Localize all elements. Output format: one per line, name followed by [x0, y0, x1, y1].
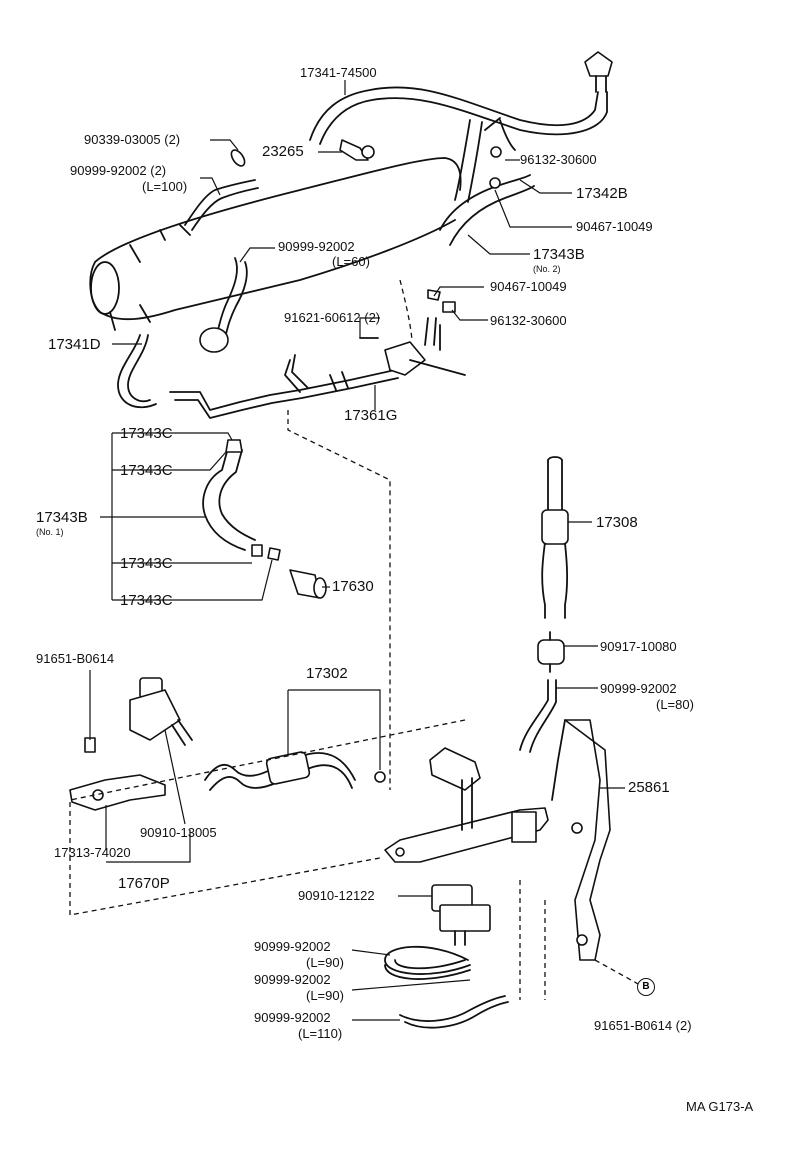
pipe-assembly-17361g	[169, 317, 466, 419]
hose-90999-92002-l60	[217, 257, 248, 335]
routing-dashed-lines	[69, 279, 641, 1000]
label-90999-92002-d-length: (L=90)	[306, 955, 344, 970]
label-96132-30600-a: 96132-30600	[520, 152, 597, 167]
label-90999-92002-b-length: (L=60)	[332, 254, 370, 269]
intake-chamber	[89, 157, 462, 331]
label-25861: 25861	[628, 779, 670, 796]
label-17342b: 17342B	[576, 185, 628, 202]
label-17308: 17308	[596, 514, 638, 531]
label-91651-b0614-a: 91651-B0614	[36, 651, 115, 666]
drawing-code: MA G173-A	[686, 1099, 754, 1114]
label-17302: 17302	[306, 665, 348, 682]
hose-17308	[541, 456, 569, 619]
filter-90917-10080	[537, 631, 565, 673]
label-17341-74500: 17341-74500	[300, 65, 377, 80]
reference-marker-b: B	[637, 978, 655, 996]
label-90999-92002-c-length: (L=80)	[656, 697, 694, 712]
label-90910-12122: 90910-12122	[298, 888, 375, 903]
label-17343c-4: 17343C	[120, 592, 173, 609]
label-90339-03005: 90339-03005 (2)	[84, 132, 181, 147]
label-90999-92002-b: 90999-92002	[278, 239, 355, 254]
label-90999-92002-e-length: (L=90)	[306, 988, 344, 1003]
bracket-assembly	[384, 747, 549, 863]
label-90910-13005: 90910-13005	[140, 825, 217, 840]
hose-17302	[204, 751, 386, 791]
label-91651-b0614-b: 91651-B0614 (2)	[594, 1018, 692, 1033]
clamp-96132-30600	[442, 301, 456, 313]
plug-90339-03005	[230, 149, 246, 167]
label-23265: 23265	[262, 143, 304, 160]
label-17343b-no2-sub: (No. 2)	[533, 264, 561, 274]
hose-90999-92002-l100	[184, 179, 259, 231]
label-17341d: 17341D	[48, 336, 101, 353]
label-90467-10049-a: 90467-10049	[576, 219, 653, 234]
label-17343c-2: 17343C	[120, 462, 173, 479]
label-90999-92002-d: 90999-92002	[254, 939, 331, 954]
label-90917-10080: 90917-10080	[600, 639, 677, 654]
valve-17630	[289, 569, 327, 599]
label-17361g: 17361G	[344, 407, 398, 424]
label-17343b-no1-sub: (No. 1)	[36, 527, 64, 537]
label-90999-92002-f: 90999-92002	[254, 1010, 331, 1025]
hoses-right-upper	[439, 117, 535, 246]
label-17670p: 17670P	[118, 875, 170, 892]
valve-23265	[339, 139, 375, 161]
label-17313-74020: 17313-74020	[54, 845, 131, 860]
label-90999-92002-f-length: (L=110)	[298, 1026, 343, 1041]
hose-17341-74500	[309, 51, 613, 145]
vsv-17670p	[69, 677, 193, 811]
leader-lines	[89, 80, 625, 1021]
label-96132-30600-b: 96132-30600	[490, 313, 567, 328]
label-17343b-no1: 17343B	[36, 509, 88, 526]
bracket-25861	[551, 719, 611, 961]
label-17343c-3: 17343C	[120, 555, 173, 572]
hoses-lower	[384, 945, 509, 1029]
label-17343c-1: 17343C	[120, 425, 173, 442]
label-91621-60612: 91621-60612 (2)	[284, 310, 381, 325]
label-17630: 17630	[332, 578, 374, 595]
label-90999-92002-e: 90999-92002	[254, 972, 331, 987]
hose-90999-92002-l80	[519, 679, 557, 753]
label-90999-92002-c: 90999-92002	[600, 681, 677, 696]
label-90467-10049-b: 90467-10049	[490, 279, 567, 294]
hose-17341d	[117, 334, 157, 409]
hose-17343b-no1	[202, 439, 281, 561]
label-17343b-no2: 17343B	[533, 246, 585, 263]
label-90999-92002-a-length: (L=100)	[142, 179, 188, 194]
label-90999-92002-a: 90999-92002 (2)	[70, 163, 167, 178]
vsv-90910-12122	[431, 884, 491, 946]
